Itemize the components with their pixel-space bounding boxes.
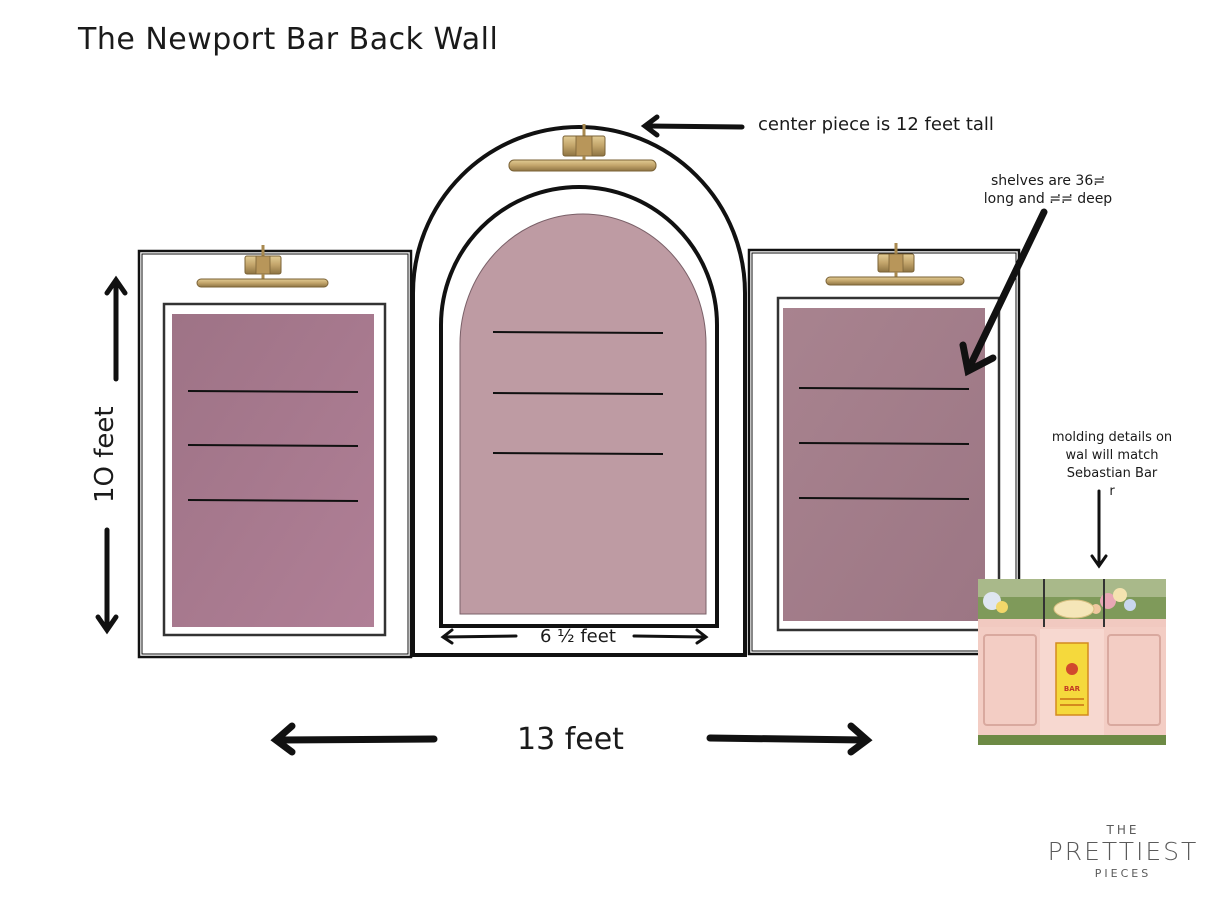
center-width-arrow-left-head [440,628,454,645]
right-panel-fabric [783,308,985,621]
height-dimension-arrows [95,275,128,635]
left-panel-outer-frame-inner-line [141,253,409,655]
shelves-note-line: long and ≓≓ deep [983,191,1113,207]
cake-stand [1053,599,1095,619]
note-pointer-arrows [640,114,1108,569]
total-width-arrow-right-head [847,722,873,756]
shelves-pointer-arrow-head [959,341,997,377]
brand-logo-top: THE [1106,823,1140,837]
left-shelf-line [187,499,359,502]
center-panel-fabric [459,213,707,615]
right-shelf-line [798,387,970,390]
center-shelf-line [492,331,664,334]
molding-note-line: r [1109,484,1115,499]
right-shelf-line [798,497,970,500]
shelves-note: shelves are 36≓ long and ≓≓ deep [972,172,1124,208]
left-brass-picture-light [196,245,329,288]
bar-sign-text: BAR [1064,685,1081,693]
center-height-note: center piece is 12 feet tall [758,114,994,135]
sebastian-bar-reference-photo: BAR [978,579,1166,745]
molding-note-line: Sebastian Bar [1066,466,1158,481]
center-brass-picture-light [508,124,657,172]
left-panel-fabric [172,314,374,627]
brand-logo-main: PRETTIEST [1047,837,1199,866]
right-shelf-line [798,442,970,445]
brand-logo: THE PRETTIEST PIECES [1046,823,1200,880]
total-width-arrow-left [276,735,438,744]
left-panel [137,245,413,659]
molding-note-line: molding details on [1051,430,1173,445]
center-width-arrow-right [632,634,706,639]
total-width-dimension-label: 13 feet [517,722,624,757]
right-brass-picture-light [825,243,965,286]
center-shelf-line [492,452,664,455]
shelves-note-line: shelves are 36≓ [991,173,1105,189]
total-width-arrow-left-head [270,722,296,756]
center-height-pointer-arrow-head [640,114,660,138]
molding-note: molding details on wal will match Sebast… [1034,429,1190,501]
molding-note-line: wal will match [1065,448,1159,463]
center-width-arrow-left [442,634,518,639]
brand-logo-bottom: PIECES [1094,867,1152,880]
height-arrow-down-head [95,614,119,635]
center-width-dimension-label: 6 ½ feet [540,626,616,647]
center-height-pointer-arrow [645,123,745,130]
center-width-arrows [440,628,709,645]
center-width-arrow-right-head [695,628,709,645]
diagram-title: The Newport Bar Back Wall [78,22,499,57]
center-panel [411,124,747,657]
left-shelf-line [187,390,359,393]
total-width-arrows [270,722,873,756]
total-width-arrow-right [706,734,868,744]
right-panel-outer-frame-inner-line [751,252,1017,652]
left-shelf-line [187,444,359,447]
sebastian-bar-illustration: BAR [978,579,1166,745]
molding-pointer-arrow-head [1090,554,1108,569]
height-arrow-up-head [104,275,128,296]
center-shelf-line [492,392,664,395]
height-dimension-label: 1O feet [90,406,120,503]
shelves-pointer-arrow [966,208,1048,370]
right-panel [747,243,1021,656]
bar-sign-panel [1055,642,1089,716]
